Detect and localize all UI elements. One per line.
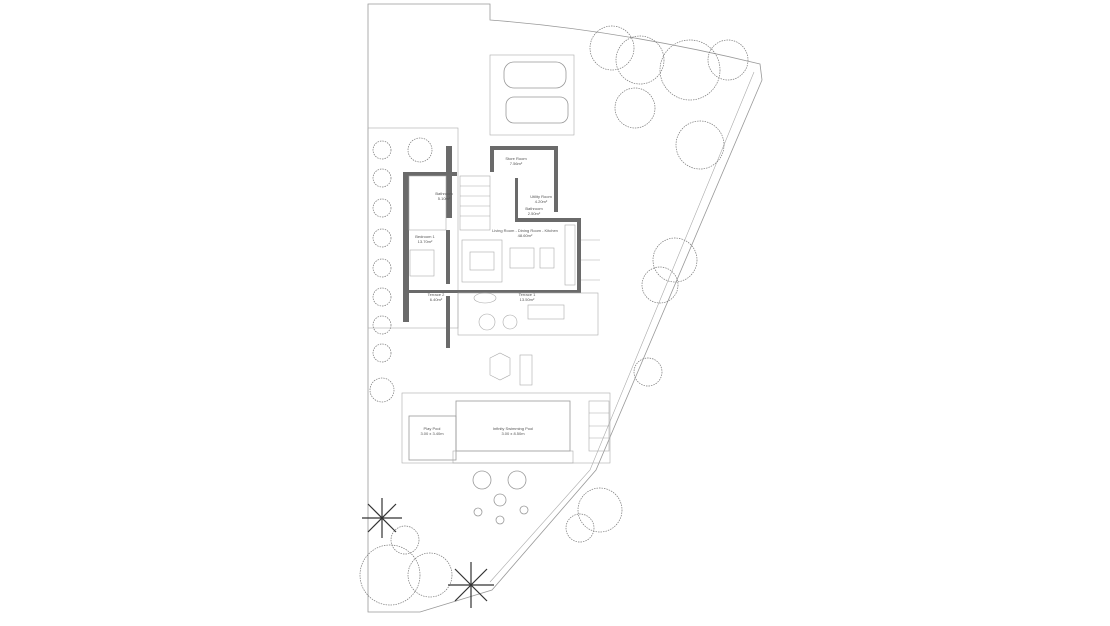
- interior-lines: [408, 175, 600, 386]
- pool-edge: [452, 450, 574, 464]
- pool-label-infinity: Infinity Swimming Pool: [493, 426, 533, 431]
- garden-strip: [367, 127, 459, 329]
- room-label-utility: Utility Room: [530, 194, 552, 199]
- room-area-bathroom-2: 2.50m²: [528, 211, 541, 216]
- outdoor-furniture: [472, 470, 529, 525]
- room-label-bedroom: Bedroom 1: [415, 234, 435, 239]
- play-pool: [408, 415, 457, 461]
- room-area-bedroom: 13.70m²: [418, 239, 433, 244]
- room-label-store: Store Room: [505, 156, 527, 161]
- pool-size-play: 3.00 x 3.40m: [420, 431, 444, 436]
- car-icon: [503, 61, 569, 124]
- room-label-bathroom-1: Bathroom: [435, 191, 453, 196]
- room-area-living: 48.60m²: [518, 233, 533, 238]
- room-label-bathroom-2: Bathroom: [525, 206, 543, 211]
- room-label-living: Living Room - Dining Room - Kitchen: [492, 228, 558, 233]
- pool-steps: [588, 400, 610, 452]
- pool-size-infinity: 3.00 x 8.50m: [501, 431, 525, 436]
- house-walls: [403, 146, 581, 348]
- room-area-terrace-2: 6.40m²: [430, 297, 443, 302]
- room-area-store: 7.56m²: [510, 161, 523, 166]
- parking-area: [489, 54, 575, 136]
- tree-icon: [359, 25, 749, 606]
- room-area-utility: 4.20m²: [535, 199, 548, 204]
- site-boundary: [367, 3, 763, 613]
- room-area-bathroom-1: 5.10m²: [438, 196, 451, 201]
- inner-boundary: [489, 71, 755, 583]
- room-label-terrace-2: Terrace 2: [428, 292, 445, 297]
- palm-tree-icon: [362, 498, 494, 608]
- pool-label-play: Play Pool: [424, 426, 441, 431]
- room-area-terrace-1: 13.50m²: [520, 297, 535, 302]
- room-label-terrace-1: Terrace 1: [519, 292, 536, 297]
